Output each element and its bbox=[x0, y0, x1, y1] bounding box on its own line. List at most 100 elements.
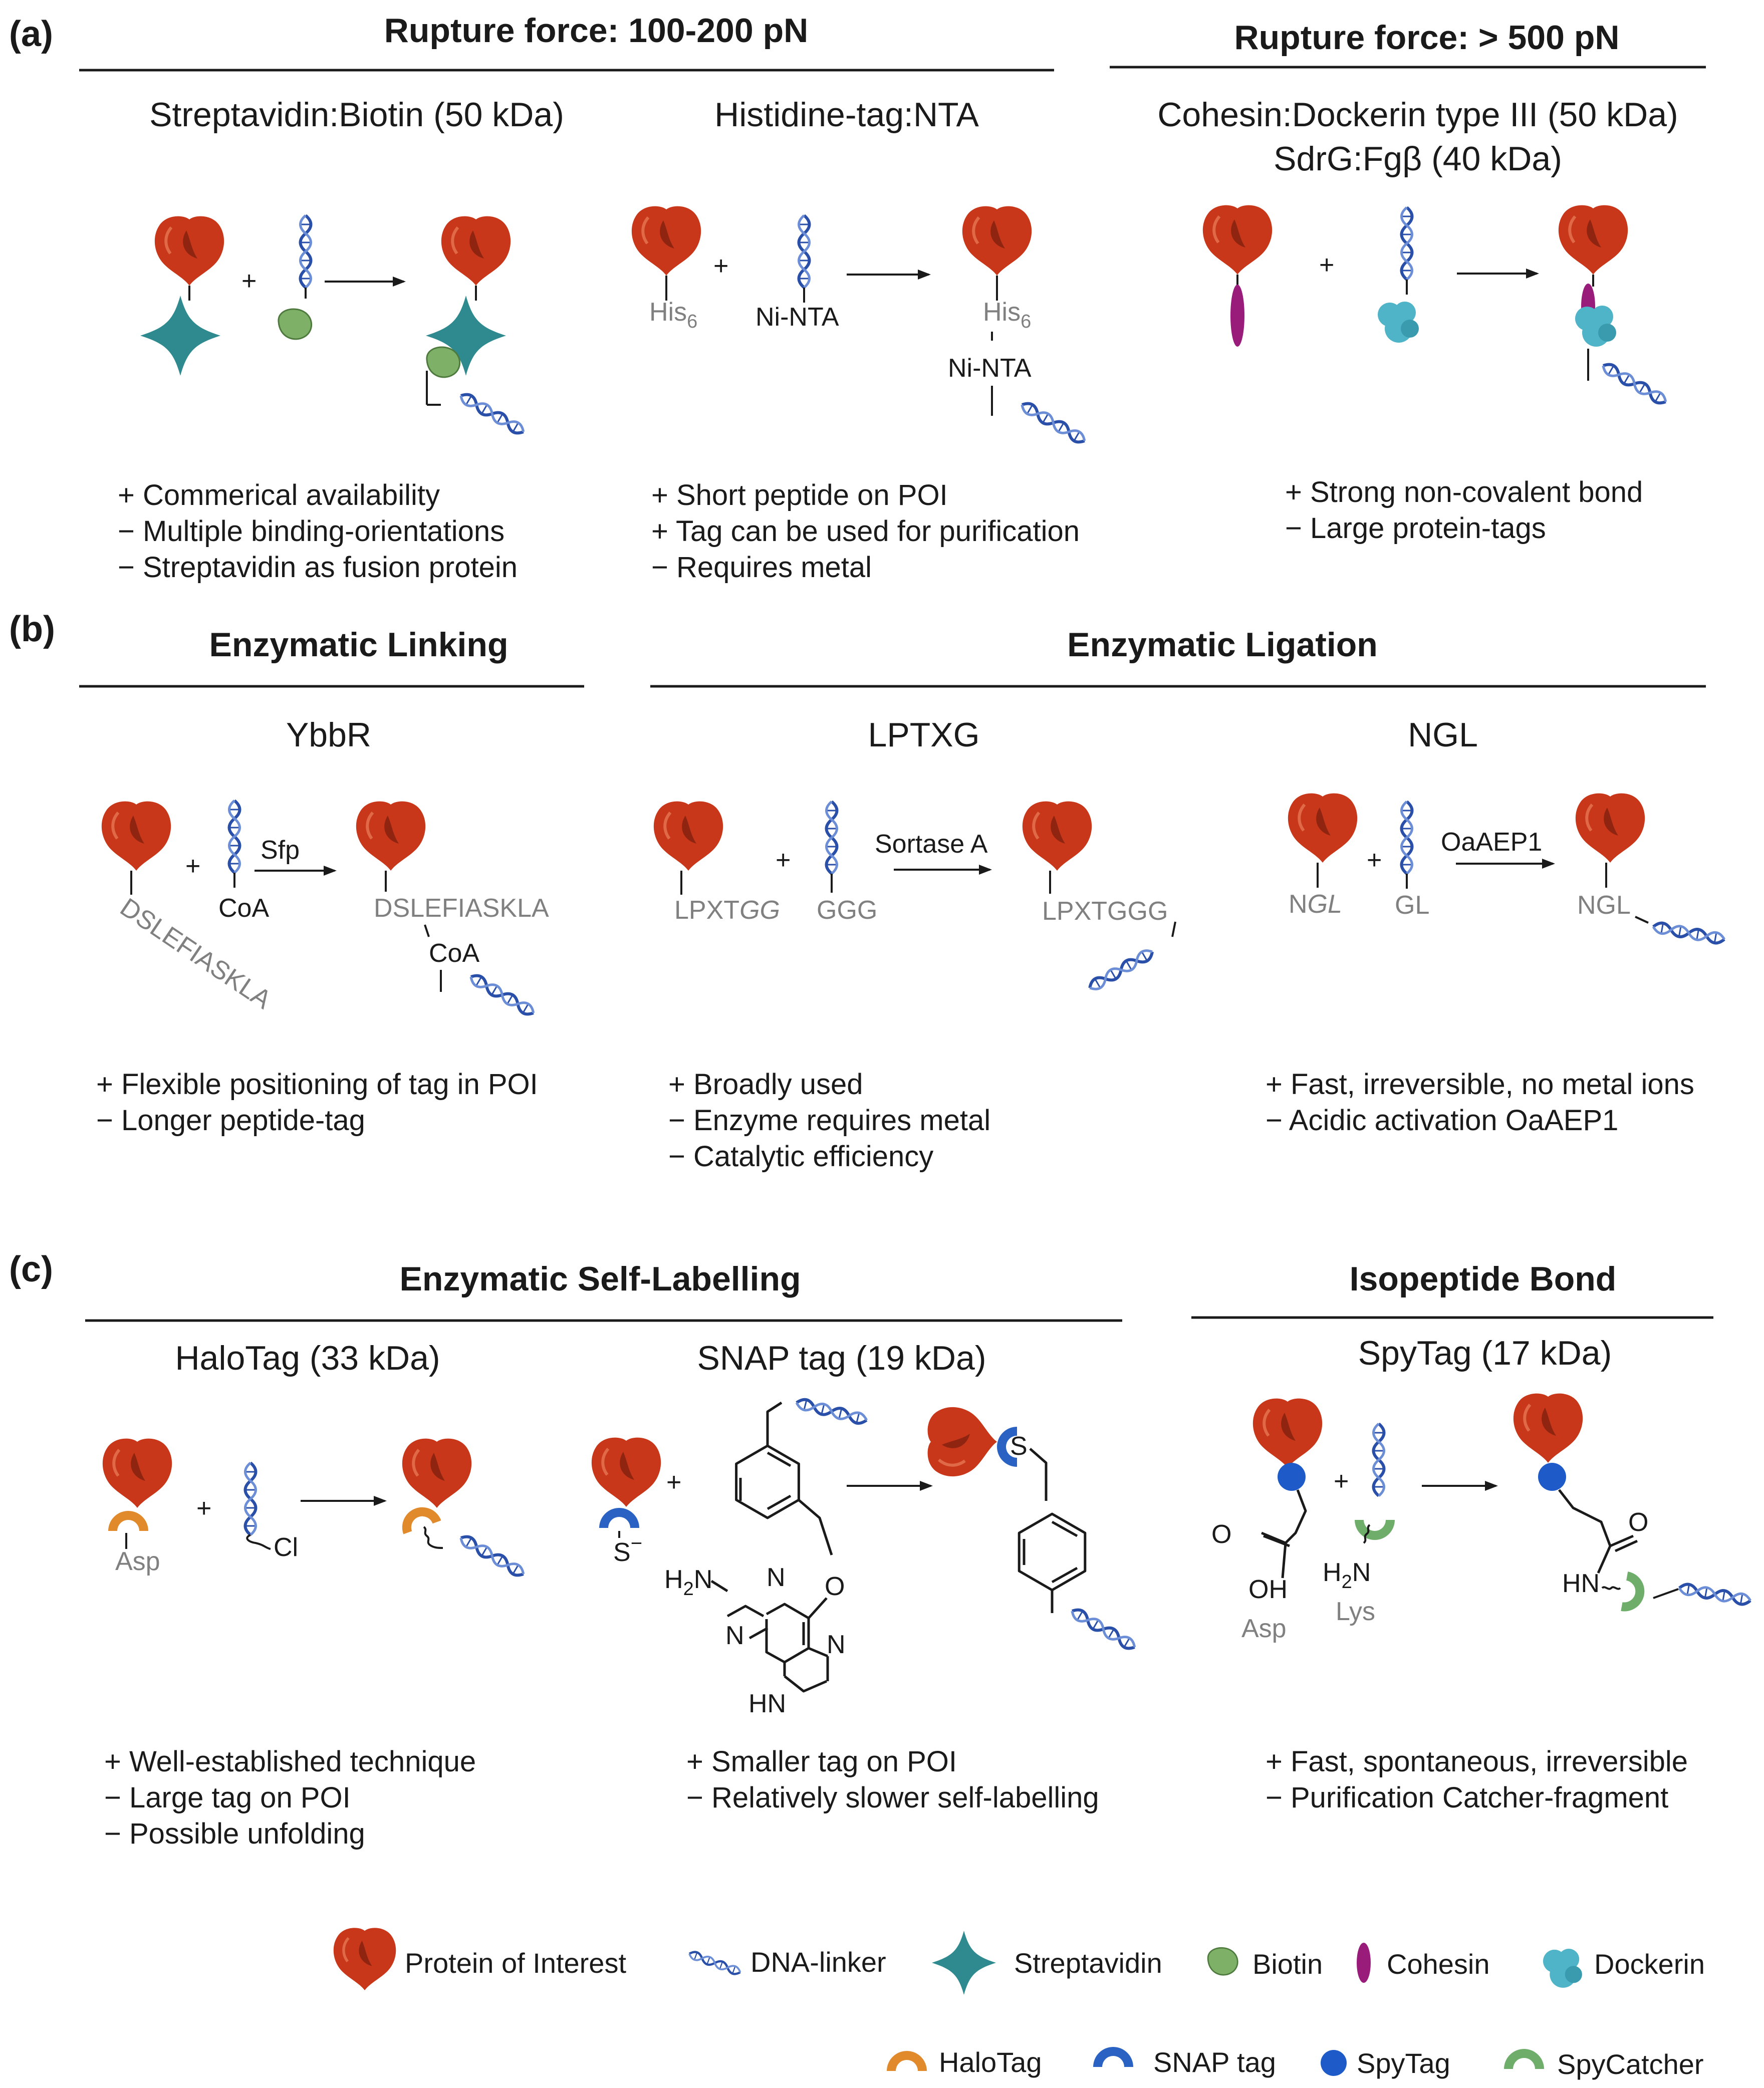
poi-icon bbox=[1288, 794, 1357, 863]
spycatcher-legend-icon bbox=[1504, 2049, 1544, 2069]
poi-icon bbox=[155, 216, 224, 286]
panel-c-label: (c) bbox=[9, 1249, 53, 1289]
benzylguanine-structure bbox=[726, 1401, 833, 1693]
ggg-label: GGG bbox=[817, 896, 877, 925]
amide-hn-label: HN bbox=[1562, 1569, 1600, 1598]
panel-a-pros-cons-1-line-3: − Streptavidin as fusion protein bbox=[118, 551, 518, 584]
plus-sign: + bbox=[1334, 1467, 1349, 1496]
title-snap-tag: SNAP tag (19 kDa) bbox=[697, 1339, 986, 1377]
poi-icon bbox=[102, 802, 171, 871]
cohesin-legend-icon bbox=[1357, 1943, 1371, 1983]
coa-label: CoA bbox=[429, 939, 479, 968]
halotag-legend-icon bbox=[887, 2051, 927, 2071]
dna-linker-icon bbox=[301, 215, 311, 288]
plus-sign: + bbox=[196, 1494, 211, 1523]
reaction-arrow bbox=[1422, 1481, 1498, 1491]
reaction-arrow bbox=[255, 866, 337, 876]
plus-sign: + bbox=[241, 267, 257, 296]
panel-b-label: (b) bbox=[9, 609, 55, 649]
plus-sign: + bbox=[185, 852, 200, 881]
panel-b-pros-cons-1-line-2: − Longer peptide-tag bbox=[96, 1104, 365, 1137]
oaaep1-enzyme-label: OaAEP1 bbox=[1441, 828, 1542, 857]
poi-icon bbox=[1514, 1394, 1583, 1463]
poi-icon bbox=[632, 206, 701, 276]
plus-sign: + bbox=[1367, 846, 1382, 875]
ybbr-peptide-label: DSLEFIASKLA bbox=[374, 894, 549, 923]
title-histidine-nta: Histidine-tag:NTA bbox=[714, 96, 979, 134]
benzyl-ring bbox=[1018, 1512, 1087, 1613]
panel-a-header-2: Rupture force: > 500 pN bbox=[1234, 19, 1620, 57]
gl-label: GL bbox=[1395, 891, 1429, 920]
title-ngl: NGL bbox=[1408, 716, 1478, 754]
legend-protein-of-interest: Protein of Interest bbox=[405, 1947, 626, 1979]
linker-line bbox=[1635, 916, 1649, 924]
legend-streptavidin: Streptavidin bbox=[1014, 1947, 1162, 1979]
panel-a-pros-cons-2-line-2: + Tag can be used for purification bbox=[651, 515, 1080, 548]
dna-linker-icon bbox=[1070, 1607, 1137, 1652]
legend-biotin: Biotin bbox=[1252, 1948, 1323, 1980]
title-halotag: HaloTag (33 kDa) bbox=[175, 1339, 440, 1377]
amine-label: H2N bbox=[1323, 1558, 1371, 1593]
halotag-icon bbox=[108, 1511, 148, 1531]
dna-linker-icon bbox=[799, 215, 810, 288]
dna-linker-icon bbox=[458, 391, 526, 436]
dna-linker-icon bbox=[1652, 922, 1725, 945]
thiolate-label: S− bbox=[613, 1532, 642, 1567]
plus-sign: + bbox=[713, 251, 728, 281]
panel-a-pros-cons-1-line-1: + Commerical availability bbox=[118, 479, 440, 511]
nitrogen-label: N bbox=[725, 1621, 744, 1650]
dockerin-legend-icon bbox=[1543, 1949, 1582, 1988]
biotin-icon bbox=[426, 346, 461, 378]
poi-icon bbox=[356, 802, 425, 871]
panel-b-pros-cons-3-line-2: − Acidic activation OaAEP1 bbox=[1266, 1104, 1618, 1137]
asp-label: Asp bbox=[115, 1547, 160, 1576]
legend-cohesin: Cohesin bbox=[1387, 1948, 1489, 1980]
dna-linker-legend-icon bbox=[688, 1950, 741, 1976]
dna-linker-icon bbox=[458, 1533, 526, 1579]
amine-label: H2N bbox=[664, 1565, 712, 1600]
dna-linker-icon bbox=[245, 1463, 256, 1535]
panel-b-pros-cons-2-line-3: − Catalytic efficiency bbox=[668, 1140, 933, 1173]
legend-spytag: SpyTag bbox=[1357, 2047, 1450, 2079]
poi-icon bbox=[928, 1407, 997, 1476]
bond-line bbox=[1558, 1489, 1634, 1574]
panel-a-pros-cons-3-line-2: − Large protein-tags bbox=[1285, 512, 1546, 545]
panel-a-pros-cons-2-line-3: − Requires metal bbox=[651, 551, 872, 584]
lys-label: Lys bbox=[1336, 1597, 1375, 1626]
panel-c-header-1: Enzymatic Self-Labelling bbox=[399, 1260, 801, 1298]
reaction-arrow bbox=[1457, 269, 1539, 279]
panel-c-pros-cons-1-line-3: − Possible unfolding bbox=[104, 1817, 365, 1850]
reaction-arrow bbox=[894, 865, 992, 875]
title-cohesin-dockerin: Cohesin:Dockerin type III (50 kDa) bbox=[1157, 96, 1678, 134]
title-streptavidin-biotin: Streptavidin:Biotin (50 kDa) bbox=[149, 96, 564, 134]
poi-icon bbox=[1576, 794, 1645, 863]
coa-label: CoA bbox=[218, 894, 269, 923]
spycatcher-icon bbox=[1621, 1572, 1648, 1615]
poi-icon bbox=[1203, 205, 1272, 275]
title-spytag: SpyTag (17 kDa) bbox=[1358, 1334, 1612, 1372]
spycatcher-icon bbox=[1355, 1520, 1395, 1540]
spytag-legend-icon bbox=[1321, 2050, 1347, 2076]
panel-b-pros-cons-1-line-1: + Flexible positioning of tag in POI bbox=[96, 1068, 538, 1101]
lpxtgg-label: LPXTGG bbox=[674, 896, 780, 925]
dna-linker-icon bbox=[1374, 1424, 1384, 1496]
nitrogen-label: N bbox=[827, 1630, 846, 1659]
sfp-enzyme-label: Sfp bbox=[261, 836, 300, 865]
panel-a-pros-cons-2-line-1: + Short peptide on POI bbox=[651, 479, 948, 511]
reaction-arrow bbox=[325, 277, 406, 287]
snap-tag-legend-icon bbox=[1093, 2047, 1133, 2067]
panel-c-pros-cons-2-line-1: + Smaller tag on POI bbox=[686, 1745, 957, 1778]
chloride-label: Cl bbox=[274, 1533, 298, 1562]
oxygen-label: O bbox=[1628, 1508, 1648, 1537]
dna-linker-icon bbox=[1020, 400, 1087, 445]
reaction-arrow bbox=[847, 1481, 933, 1491]
panel-c-pros-cons-2-line-2: − Relatively slower self-labelling bbox=[686, 1781, 1099, 1814]
panel-b-header-1: Enzymatic Linking bbox=[209, 626, 509, 664]
panel-c-header-2: Isopeptide Bond bbox=[1350, 1260, 1617, 1298]
linker-line bbox=[1363, 1524, 1371, 1544]
sortase-a-label: Sortase A bbox=[875, 830, 988, 859]
ngl-reactant-label: NGL bbox=[1289, 890, 1342, 919]
legend-dockerin: Dockerin bbox=[1594, 1948, 1705, 1980]
dna-linker-icon bbox=[1402, 207, 1412, 280]
